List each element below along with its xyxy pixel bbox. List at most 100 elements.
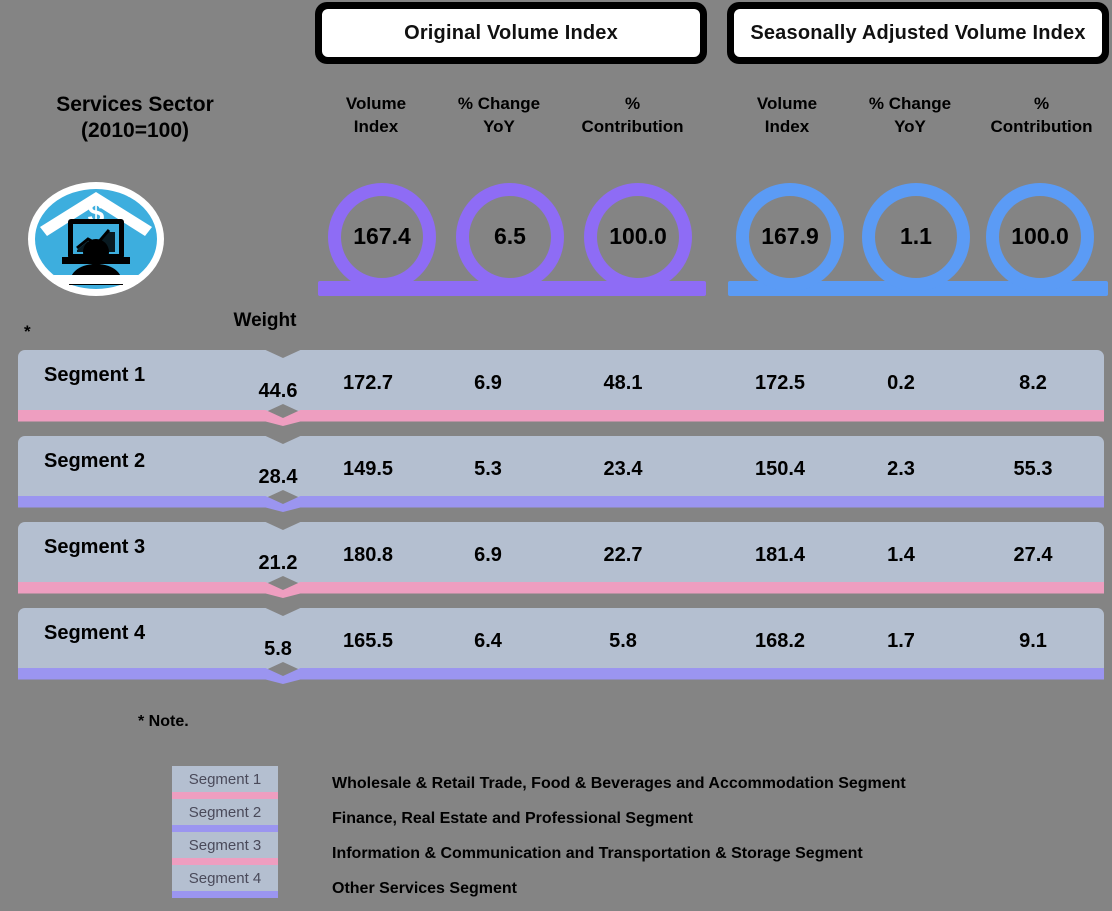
banner-original-inner: Original Volume Index: [320, 7, 702, 59]
kpi-ring-value: 1.1: [900, 222, 932, 249]
segment-name: Segment 2: [44, 450, 146, 472]
kpi-group-original: 167.4 6.5 100.0: [318, 176, 706, 296]
legend-swatch-3: Segment 3: [172, 832, 278, 858]
column-header-line2: YoY: [894, 117, 926, 136]
column-header-line1: %: [1033, 94, 1050, 113]
legend-description-2: Finance, Real Estate and Professional Se…: [332, 809, 693, 827]
segment-orig-pct-change: 5.3: [474, 458, 502, 480]
segment-name: Segment 4: [44, 622, 146, 644]
kpi-ring-value: 167.9: [761, 222, 819, 249]
segment-weight: 28.4: [258, 466, 298, 488]
segment-row-body: [18, 350, 1104, 412]
banner-seasonal-label: Seasonally Adjusted Volume Index: [750, 21, 1086, 44]
column-header-line1: %: [624, 94, 641, 113]
table-row[interactable]: Segment 3 21.2 180.8 6.9 22.7 181.4 1.4 27.4: [18, 522, 1104, 606]
segment-weight: 5.8: [264, 638, 292, 660]
segment-orig-pct-change: 6.4: [474, 630, 502, 652]
kpi-ring-original-pct-change-yoy: 6.5: [456, 183, 564, 291]
segment-name: Segment 3: [44, 536, 146, 558]
column-header-line2: Index: [764, 117, 810, 136]
segment-row-stripe: [18, 582, 1104, 598]
banner-seasonally-adjusted-volume-index: Seasonally Adjusted Volume Index: [727, 2, 1109, 64]
kpi-ring-value: 100.0: [1011, 222, 1069, 249]
banner-original-label: Original Volume Index: [404, 21, 618, 44]
segment-orig-volume-index: 180.8: [342, 544, 394, 566]
segment-orig-pct-contribution: 5.8: [609, 630, 637, 652]
segment-orig-volume-index: 149.5: [342, 458, 394, 480]
segment-row-body: [18, 522, 1104, 584]
segment-row-body: [18, 608, 1104, 670]
legend-swatch-4: Segment 4: [172, 865, 278, 891]
segment-orig-pct-contribution: 23.4: [603, 458, 643, 480]
segment-orig-volume-index: 172.7: [342, 372, 394, 394]
legend-rule-4: [172, 891, 278, 898]
services-sector-icon: $: [28, 182, 164, 296]
legend-description-1: Wholesale & Retail Trade, Food & Beverag…: [332, 774, 906, 792]
legend-rule-1: [172, 792, 278, 799]
segment-name: Segment 1: [44, 364, 146, 386]
segment-weight: 21.2: [258, 552, 298, 574]
segment-sa-pct-contribution: 8.2: [1019, 372, 1047, 394]
segment-row-body: [18, 436, 1104, 498]
segment-sa-pct-change: 1.4: [887, 544, 915, 566]
segment-sa-pct-contribution: 9.1: [1019, 630, 1047, 652]
legend-swatch-2: Segment 2: [172, 799, 278, 825]
kpi-ring-original-volume-index: 167.4: [328, 183, 436, 291]
segment-sa-pct-contribution: 55.3: [1013, 458, 1053, 480]
banner-original-volume-index: Original Volume Index: [315, 2, 707, 64]
segment-row-stripe: [18, 668, 1104, 684]
segment-weight: 44.6: [258, 380, 298, 402]
kpi-ring-original-pct-contribution: 100.0: [584, 183, 692, 291]
kpi-ring-value: 100.0: [609, 222, 667, 249]
segment-orig-pct-change: 6.9: [474, 372, 502, 394]
segment-sa-pct-change: 1.7: [887, 630, 915, 652]
column-header-original-volume-index: Volume Index: [322, 92, 430, 138]
kpi-ring-seasonal-volume-index: 167.9: [736, 183, 844, 291]
column-header-weight: Weight: [233, 310, 297, 331]
table-row[interactable]: Segment 2 28.4 149.5 5.3 23.4 150.4 2.3 55.3: [18, 436, 1104, 520]
legend-rule-2: [172, 825, 278, 832]
legend-description-4: Other Services Segment: [332, 879, 517, 897]
segment-sa-volume-index: 172.5: [754, 372, 806, 394]
column-header-line1: Volume: [345, 94, 407, 113]
kpi-ring-value: 167.4: [353, 222, 411, 249]
kpi-ring-value: 6.5: [494, 222, 526, 249]
segment-orig-pct-contribution: 22.7: [603, 544, 643, 566]
banner-seasonal-inner: Seasonally Adjusted Volume Index: [732, 7, 1104, 59]
page-title-base-year: (2010=100): [80, 119, 189, 142]
column-header-line2: Index: [353, 117, 399, 136]
segment-sa-volume-index: 181.4: [754, 544, 806, 566]
segment-orig-pct-change: 6.9: [474, 544, 502, 566]
segment-orig-pct-contribution: 48.1: [603, 372, 643, 394]
segment-sa-volume-index: 150.4: [754, 458, 806, 480]
legend-rule-3: [172, 858, 278, 865]
segment-orig-volume-index: 165.5: [342, 630, 394, 652]
column-header-line2: YoY: [483, 117, 515, 136]
table-footnote-marker: *: [24, 322, 31, 341]
column-header-original-pct-contribution: % Contribution: [565, 92, 700, 138]
legend-description-column: Wholesale & Retail Trade, Food & Beverag…: [332, 766, 906, 906]
column-header-seasonal-pct-contribution: % Contribution: [974, 92, 1109, 138]
kpi-ring-seasonal-pct-contribution: 100.0: [986, 183, 1094, 291]
column-header-seasonal-volume-index: Volume Index: [733, 92, 841, 138]
column-header-line1: Volume: [756, 94, 818, 113]
kpi-group-seasonal: 167.9 1.1 100.0: [728, 176, 1108, 296]
column-header-line1: % Change: [457, 94, 541, 113]
page-title: Services Sector (2010=100): [10, 92, 260, 144]
segment-sa-volume-index: 168.2: [754, 630, 806, 652]
column-header-line1: % Change: [868, 94, 952, 113]
table-row[interactable]: Segment 4 5.8 165.5 6.4 5.8 168.2 1.7 9.1: [18, 608, 1104, 692]
kpi-ring-seasonal-pct-change-yoy: 1.1: [862, 183, 970, 291]
segment-sa-pct-contribution: 27.4: [1013, 544, 1053, 566]
column-header-original-pct-change: % Change YoY: [440, 92, 558, 138]
segment-row-stripe: [18, 496, 1104, 512]
column-header-line2: Contribution: [990, 117, 1093, 136]
note-label: * Note.: [138, 713, 189, 730]
legend-description-3: Information & Communication and Transpor…: [332, 844, 863, 862]
page-title-line1: Services Sector: [56, 93, 214, 116]
segment-sa-pct-change: 2.3: [887, 458, 915, 480]
table-row[interactable]: Segment 1 44.6 172.7 6.9 48.1 172.5 0.2 8.2: [18, 350, 1104, 434]
segment-row-stripe: [18, 410, 1104, 426]
segment-sa-pct-change: 0.2: [887, 372, 915, 394]
